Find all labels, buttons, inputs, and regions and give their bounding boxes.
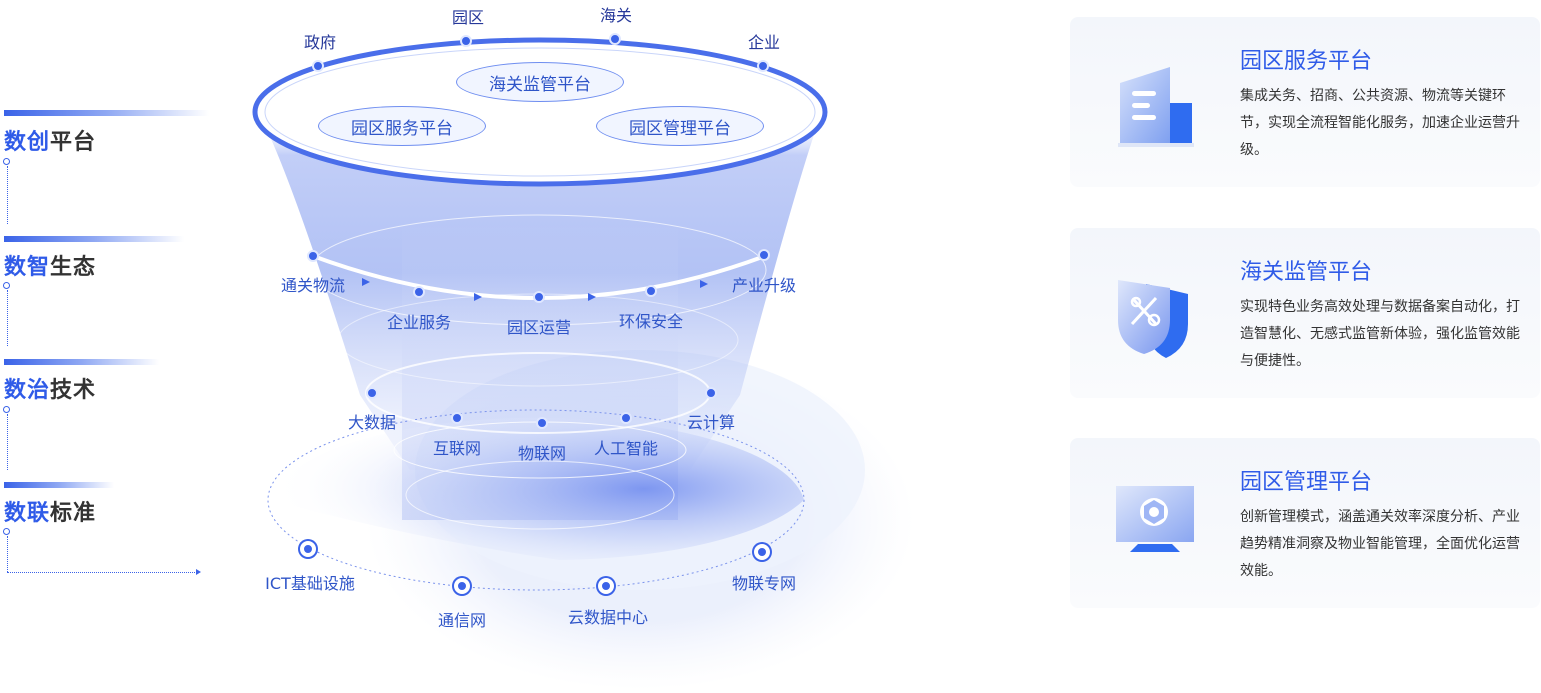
node-dot-large (754, 544, 770, 560)
top-rim (252, 37, 828, 187)
ring-marker (3, 406, 10, 413)
arrow-head-icon (196, 569, 201, 575)
label-big-data: 大数据 (347, 413, 397, 432)
node-dot (533, 291, 545, 303)
label-park-operation: 园区运营 (506, 318, 572, 337)
layer-title-platform: 数创平台 (4, 130, 97, 155)
pill-park-service-platform: 园区服务平台 (318, 106, 486, 146)
inner-ellipse (309, 214, 767, 326)
node-dot (758, 249, 770, 261)
ring-marker (3, 158, 10, 165)
layer-bar (4, 482, 114, 488)
layer-bar (4, 110, 209, 116)
label-ai: 人工智能 (593, 439, 659, 458)
node-dot (645, 285, 657, 297)
node-dot-large (300, 541, 316, 557)
node-dot-large (598, 578, 614, 594)
connector-line (7, 572, 197, 573)
node-dot (705, 387, 717, 399)
node-dot-large (454, 578, 470, 594)
card-description: 创新管理模式，涵盖通关效率深度分析、产业趋势精准洞察及物业智能管理，全面优化运营… (1240, 509, 1520, 579)
label-ict-infrastructure: ICT基础设施 (265, 574, 355, 593)
label-government: 政府 (303, 33, 337, 52)
layer-bar (4, 236, 184, 242)
top-rim-inner (264, 47, 816, 177)
building-icon (1110, 63, 1200, 153)
node-dot (620, 412, 632, 424)
card-customs-supervision: 海关监管平台 实现特色业务高效处理与数据备案自动化，打造智慧化、无感式监管新体验… (1070, 228, 1540, 398)
node-dot (451, 412, 463, 424)
connector-line (7, 166, 8, 224)
label-iot-private-network: 物联专网 (731, 574, 797, 593)
monitor-gear-icon (1110, 484, 1200, 574)
inner-ellipse (405, 460, 675, 530)
node-dot (757, 60, 769, 72)
connector-line (7, 290, 8, 346)
node-dot (307, 250, 319, 262)
connector-line (7, 536, 8, 572)
node-dot (366, 387, 378, 399)
layer-title-ecosystem: 数智生态 (4, 255, 97, 280)
pill-customs-platform: 海关监管平台 (456, 62, 624, 102)
customs-shield-icon (1110, 274, 1200, 364)
label-cloud-computing: 云计算 (686, 413, 736, 432)
label-industry-upgrade: 产业升级 (731, 276, 797, 295)
node-dot (609, 33, 621, 45)
card-description: 集成关务、招商、公共资源、物流等关键环节，实现全流程智能化服务，加速企业运营升级… (1240, 88, 1520, 158)
label-environment-safety: 环保安全 (618, 312, 684, 331)
layer-title-standards: 数联标准 (4, 501, 97, 526)
label-iot: 物联网 (517, 444, 567, 463)
node-dot (460, 35, 472, 47)
flow-arrow-icon (474, 293, 482, 301)
label-enterprise-service: 企业服务 (386, 313, 452, 332)
node-dot (413, 286, 425, 298)
card-title: 园区管理平台 (1240, 470, 1373, 495)
funnel-diagram (252, 37, 915, 690)
label-communication-network: 通信网 (437, 611, 487, 630)
card-title: 海关监管平台 (1240, 260, 1373, 285)
card-title: 园区服务平台 (1240, 49, 1373, 74)
label-internet: 互联网 (432, 439, 482, 458)
label-cloud-datacenter: 云数据中心 (567, 608, 649, 627)
ring-marker (3, 528, 10, 535)
node-dot (536, 417, 548, 429)
layer-title-technology: 数治技术 (4, 378, 97, 403)
label-customs-logistics: 通关物流 (280, 276, 346, 295)
base-glow (270, 417, 804, 560)
card-park-service: 园区服务平台 集成关务、招商、公共资源、物流等关键环节，实现全流程智能化服务，加… (1070, 17, 1540, 187)
label-park: 园区 (451, 8, 485, 27)
ring-marker (3, 282, 10, 289)
label-enterprise: 企业 (747, 33, 781, 52)
label-customs: 海关 (599, 6, 633, 25)
node-dot (312, 60, 324, 72)
card-park-management: 园区管理平台 创新管理模式，涵盖通关效率深度分析、产业趋势精准洞察及物业智能管理… (1070, 438, 1540, 608)
flow-arrow-icon (362, 278, 370, 286)
flow-arrow-icon (700, 280, 708, 288)
layer-bar (4, 359, 159, 365)
card-description: 实现特色业务高效处理与数据备案自动化，打造智慧化、无感式监管新体验，强化监管效能… (1240, 299, 1520, 369)
pill-park-management-platform: 园区管理平台 (596, 106, 764, 146)
connector-line (7, 414, 8, 470)
flow-arrow-icon (588, 293, 596, 301)
